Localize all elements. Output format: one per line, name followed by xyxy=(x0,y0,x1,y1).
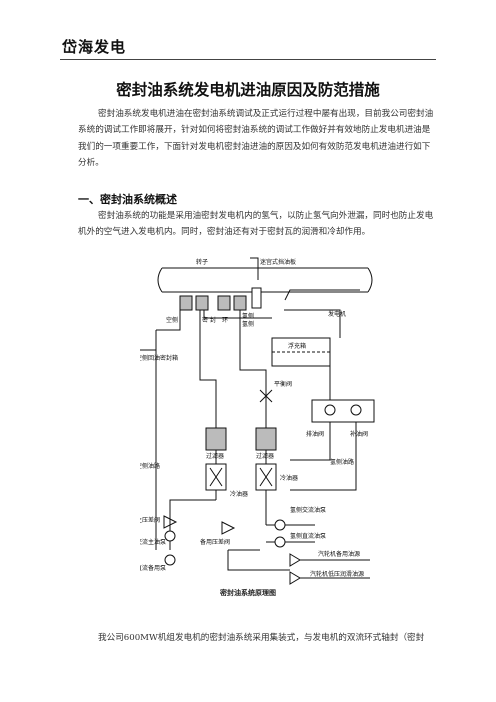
header-brand: 岱海发电 xyxy=(62,38,127,56)
label-backup-diff-valve: 备用压差阀 xyxy=(200,538,230,546)
intro-text: 密封油系统发电机进油在密封油系统调试及正式运行过程中屡有出现，目前我公司密封油系… xyxy=(78,109,434,169)
label-turbine-backup: 汽轮机备用油源 xyxy=(318,550,360,558)
label-dc-backup-pump: 直流备用泵 xyxy=(140,564,166,572)
label-seal: 密 xyxy=(202,316,208,324)
page-title: 密封油系统发电机进油原因及防范措施 xyxy=(116,81,380,99)
seal-oil-system-diagram: 转子 迷宫式挡油板 空侧 密 封 环 氢侧 氢侧 发电机 空侧回油密封箱 浮充箱… xyxy=(140,257,375,585)
closing-paragraph: 我公司600MW机组发电机的密封油系统采用集装式，与发电机的双流环式轴封（密封 xyxy=(98,633,425,643)
label-air-oil-path: 空侧油路 xyxy=(140,462,160,470)
label-seal-ring: 环 xyxy=(222,317,228,324)
label-hydrogen-side: 氢侧 xyxy=(242,312,254,320)
label-gen-case: 发电机 xyxy=(328,310,346,318)
section-heading: 一、密封油系统概述 xyxy=(78,193,177,206)
section1-paragraph: 密封油系统的功能是采用油密封发电机内的氢气，以防止氢气向外泄漏，同时也防止发电机… xyxy=(78,208,436,241)
label-filter2: 过滤器 xyxy=(256,452,274,460)
section1-text: 密封油系统的功能是采用油密封发电机内的氢气，以防止氢气向外泄漏，同时也防止发电机… xyxy=(78,211,434,238)
label-air-side: 空侧 xyxy=(166,316,178,324)
label-h2-dc-pump: 氢侧直流油泵 xyxy=(290,532,326,540)
label-turbine-low: 汽轮机低压润滑油源 xyxy=(310,570,364,578)
label-seal2: 封 xyxy=(210,316,216,324)
label-ac-main-pump: 交流主油泵 xyxy=(140,538,166,546)
label-filter1: 过滤器 xyxy=(206,452,224,460)
label-drain-valve: 排油阀 xyxy=(306,430,324,438)
label-rotor: 转子 xyxy=(196,258,208,266)
label-labyrinth: 迷宫式挡油板 xyxy=(260,258,296,266)
label-cooler1: 冷油器 xyxy=(230,490,248,498)
label-float-tank: 浮充箱 xyxy=(288,342,306,350)
figure-caption: 密封油系统原理图 xyxy=(220,588,276,597)
label-hydrogen: 氢侧 xyxy=(242,320,254,328)
label-h2-oil-path: 氢侧油路 xyxy=(330,458,354,466)
label-air-return-tank: 空侧回油密封箱 xyxy=(140,354,178,362)
label-fill-valve: 补油阀 xyxy=(350,430,368,438)
header-divider xyxy=(60,59,436,60)
label-h2-ac-pump: 氢侧交流油泵 xyxy=(290,506,326,514)
intro-paragraph: 密封油系统发电机进油在密封油系统调试及正式运行过程中屡有出现，目前我公司密封油系… xyxy=(78,106,436,172)
label-balance-valve: 平衡阀 xyxy=(274,380,292,388)
label-cooler2: 冷油器 xyxy=(280,474,298,482)
label-main-diff-valve: 主压差阀 xyxy=(140,516,160,524)
